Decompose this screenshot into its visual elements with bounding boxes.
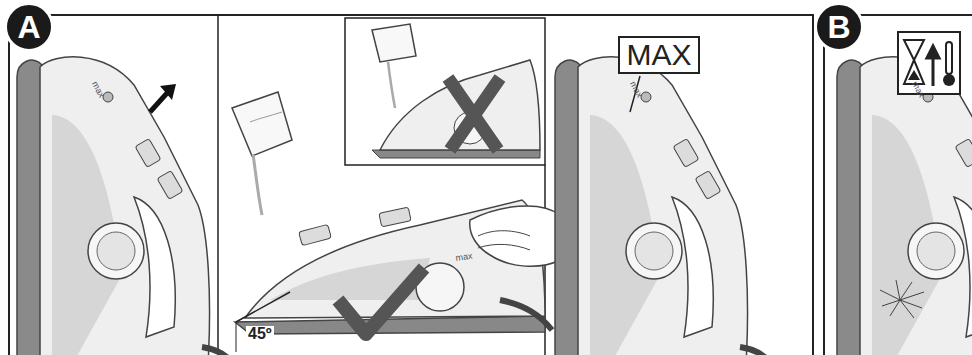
angle-label: 45º [246, 326, 274, 342]
step-badge: A [4, 2, 54, 52]
step-letter: A [17, 11, 40, 43]
step-letter: B [827, 11, 850, 43]
level-callout: MAX [618, 36, 700, 74]
callout-text: MAX [626, 40, 691, 70]
step-badge: B [814, 2, 864, 52]
